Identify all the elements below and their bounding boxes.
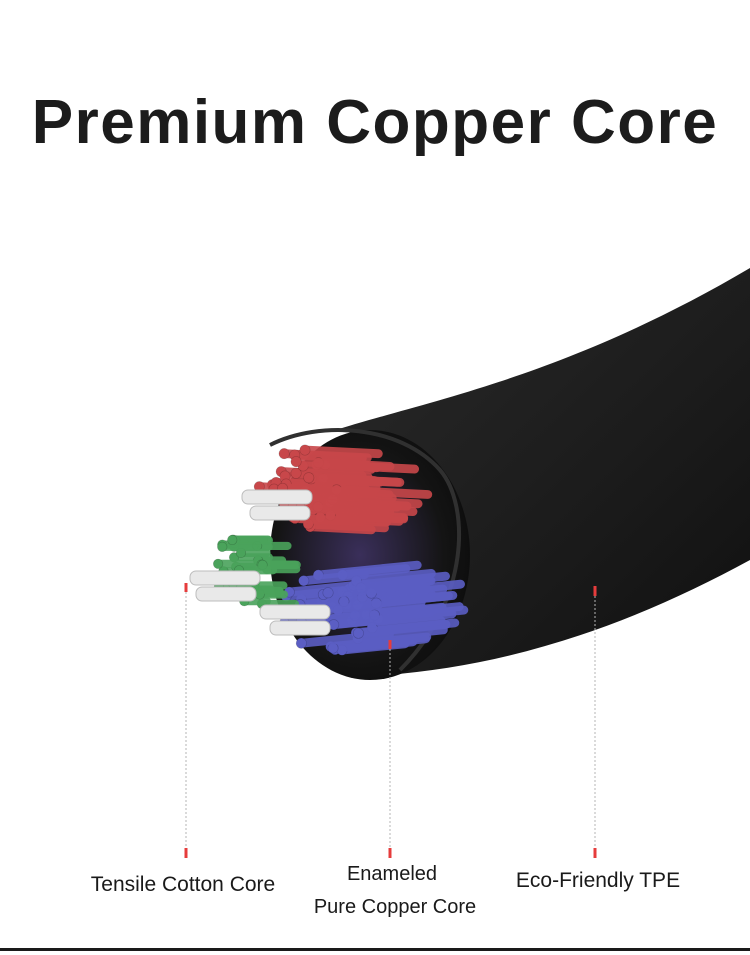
marker-cotton-bottom: [184, 848, 188, 858]
tpe-jacket: [330, 268, 750, 675]
bottom-divider: [0, 948, 750, 951]
label-tensile-cotton-core: Tensile Cotton Core: [90, 873, 276, 896]
cotton-fibers: [189, 489, 331, 636]
marker-tpe-bottom: [593, 848, 597, 858]
blue-copper-strands: [278, 560, 469, 656]
label-eco-friendly-tpe: Eco-Friendly TPE: [515, 869, 681, 892]
marker-copper-top: [388, 640, 392, 649]
marker-tpe-top: [593, 586, 597, 596]
marker-cotton-top: [184, 583, 188, 592]
label-enameled: Enameled: [346, 863, 438, 885]
marker-copper-bottom: [388, 848, 392, 858]
label-pure-copper-core: Pure Copper Core: [313, 896, 477, 918]
page-title: Premium Copper Core: [31, 88, 719, 157]
